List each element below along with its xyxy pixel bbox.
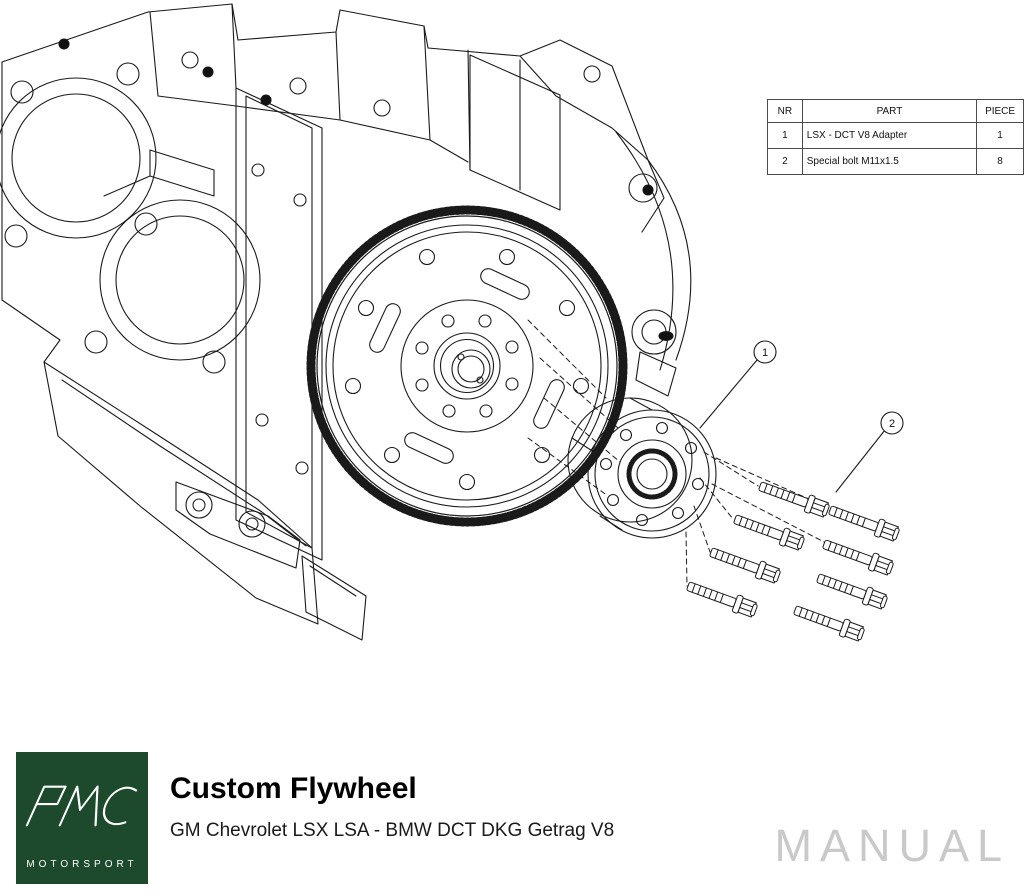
bolt-drawing (820, 534, 896, 578)
table-row: 1 LSX - DCT V8 Adapter 1 (767, 122, 1024, 149)
manual-watermark: MANUAL (774, 820, 1010, 871)
bolt-drawing (814, 568, 890, 612)
part-name: Special bolt M11x1.5 (801, 148, 978, 175)
bolt-drawing (791, 600, 867, 644)
engine-block-drawing (0, 3, 692, 641)
parts-table: NR PART PIECE 1 LSX - DCT V8 Adapter 1 2… (767, 99, 1024, 175)
bolt-drawing (731, 509, 807, 553)
part-name: LSX - DCT V8 Adapter (801, 122, 978, 149)
callout-2-marker (835, 411, 904, 493)
parts-table-header-row: NR PART PIECE (767, 99, 1024, 123)
callout-1-label: 1 (762, 347, 768, 359)
callout-2-label: 2 (889, 418, 895, 430)
pmc-logo-icon (25, 785, 138, 827)
part-nr: 2 (767, 148, 803, 175)
part-piece-count: 8 (976, 148, 1024, 175)
page-subtitle: GM Chevrolet LSX LSA - BMW DCT DKG Getra… (170, 820, 615, 841)
table-row: 2 Special bolt M11x1.5 8 (767, 148, 1024, 175)
brand-logo: MOTORSPORT (16, 752, 148, 884)
bolt-drawing (707, 542, 783, 586)
logo-brand-text: MOTORSPORT (26, 859, 138, 870)
callout-1-marker (699, 340, 777, 429)
parts-table-header-piece: PIECE (976, 99, 1024, 123)
adapter-drawing (567, 397, 717, 539)
bolts-drawing (684, 476, 902, 644)
bolt-drawing (826, 500, 902, 544)
alignment-lines-adapter-bolts (685, 451, 835, 587)
bolt-drawing (684, 576, 760, 620)
parts-table-header-nr: NR (767, 99, 803, 123)
page-title: Custom Flywheel (170, 772, 417, 805)
part-piece-count: 1 (976, 122, 1024, 149)
parts-table-header-part: PART (801, 99, 978, 123)
flywheel-drawing (306, 205, 628, 527)
part-nr: 1 (767, 122, 803, 149)
